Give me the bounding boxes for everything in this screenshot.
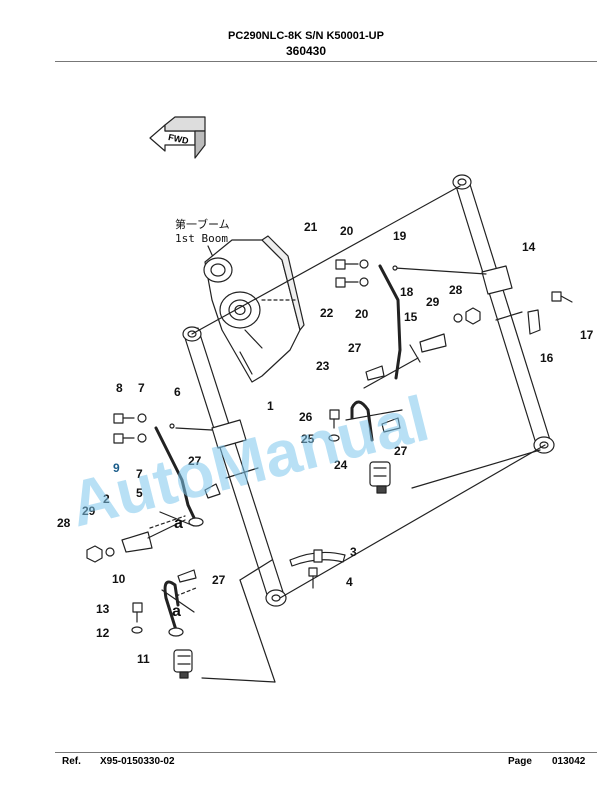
model-title: PC290NLC-8K S/N K50001-UP xyxy=(228,30,384,42)
ref-value: X95-0150330-02 xyxy=(100,756,175,767)
bolt-8 xyxy=(113,413,135,424)
nut-28-left xyxy=(86,545,103,563)
callout-5: 5 xyxy=(136,486,143,500)
right-boom-cylinder xyxy=(452,174,555,454)
callout-29a: 29 xyxy=(82,504,96,518)
bolt-9 xyxy=(113,433,135,444)
callout-22: 22 xyxy=(320,306,334,320)
bracket-15 xyxy=(419,333,447,353)
clip-27b xyxy=(177,569,197,583)
callout-27d: 27 xyxy=(394,444,408,458)
callout-12: 12 xyxy=(96,626,110,640)
callout-10: 10 xyxy=(112,572,126,586)
fwd-arrow-icon: FWD xyxy=(149,116,206,159)
callout-11: 11 xyxy=(137,652,150,666)
hose-5 xyxy=(154,426,198,524)
callout-20b: 20 xyxy=(355,307,369,321)
hose-18 xyxy=(378,264,402,380)
callout-16: 16 xyxy=(540,351,554,365)
o-ring-19 xyxy=(392,265,398,271)
washer-25 xyxy=(328,434,340,442)
valve-24 xyxy=(369,461,391,494)
hose-23 xyxy=(350,400,374,442)
header-divider xyxy=(55,61,597,62)
hose-10 xyxy=(163,580,180,632)
washer-7b xyxy=(137,433,147,443)
footer-divider xyxy=(55,752,597,753)
bolt-17 xyxy=(551,291,573,303)
page-header: PC290NLC-8K S/N K50001-UP 360430 xyxy=(0,30,612,58)
bolt-26 xyxy=(329,409,340,429)
bolt-13 xyxy=(132,602,143,623)
washer-29-right xyxy=(453,313,463,323)
callout-7b: 7 xyxy=(136,467,143,481)
callout-21: 21 xyxy=(304,220,318,234)
callout-19: 19 xyxy=(393,229,407,243)
callout-13: 13 xyxy=(96,602,110,616)
nut-28-right xyxy=(465,307,481,325)
callout-15: 15 xyxy=(404,310,418,324)
fwd-label: FWD xyxy=(167,132,190,146)
callout-a-2: a xyxy=(172,603,181,620)
washer-12 xyxy=(131,626,143,634)
washer-29-left xyxy=(105,547,115,557)
callout-a-1: a xyxy=(174,515,183,532)
bolt-4 xyxy=(308,567,318,589)
ref-label: Ref. xyxy=(62,756,81,767)
boom-label-jp: 第一ブーム xyxy=(175,217,230,231)
clamp-16 xyxy=(527,309,541,335)
callout-28a: 28 xyxy=(57,516,71,530)
callout-23: 23 xyxy=(316,359,330,373)
callout-9: 9 xyxy=(113,461,120,475)
callout-numbers: 1 2 3 4 5 6 7 7 8 9 10 11 12 13 14 15 16… xyxy=(57,220,594,666)
callout-27b: 27 xyxy=(212,573,226,587)
callout-2: 2 xyxy=(103,492,110,506)
callout-26: 26 xyxy=(299,410,313,424)
callout-29b: 29 xyxy=(426,295,440,309)
clip-27c xyxy=(365,365,385,381)
callout-25: 25 xyxy=(301,432,315,446)
callout-27c: 27 xyxy=(348,341,362,355)
callout-6: 6 xyxy=(174,385,181,399)
bolt-22 xyxy=(335,277,359,288)
callout-17: 17 xyxy=(580,328,594,342)
bolt-21 xyxy=(335,259,359,270)
valve-11 xyxy=(173,649,193,679)
callout-4: 4 xyxy=(346,575,353,589)
washer-7a xyxy=(137,413,147,423)
clamp-3 xyxy=(289,549,346,567)
page-label: Page xyxy=(508,756,532,767)
clip-27d xyxy=(381,417,401,433)
callout-8: 8 xyxy=(116,381,123,395)
page-value: 013042 xyxy=(552,756,586,767)
callout-7a: 7 xyxy=(138,381,145,395)
callout-18: 18 xyxy=(400,285,414,299)
bracket-2 xyxy=(121,519,186,553)
clip-27a xyxy=(204,483,221,499)
washer-20a xyxy=(359,259,369,269)
callout-20a: 20 xyxy=(340,224,354,238)
callout-27a: 27 xyxy=(188,454,202,468)
boom-body xyxy=(203,235,305,383)
callout-14: 14 xyxy=(522,240,536,254)
washer-20b xyxy=(359,277,369,287)
callout-3: 3 xyxy=(350,545,357,559)
section-code: 360430 xyxy=(285,44,327,58)
boom-label-en: 1st Boom xyxy=(175,232,228,245)
callout-28b: 28 xyxy=(449,283,463,297)
o-ring-6 xyxy=(169,423,175,429)
callout-24: 24 xyxy=(334,458,348,472)
callout-1: 1 xyxy=(267,399,274,413)
